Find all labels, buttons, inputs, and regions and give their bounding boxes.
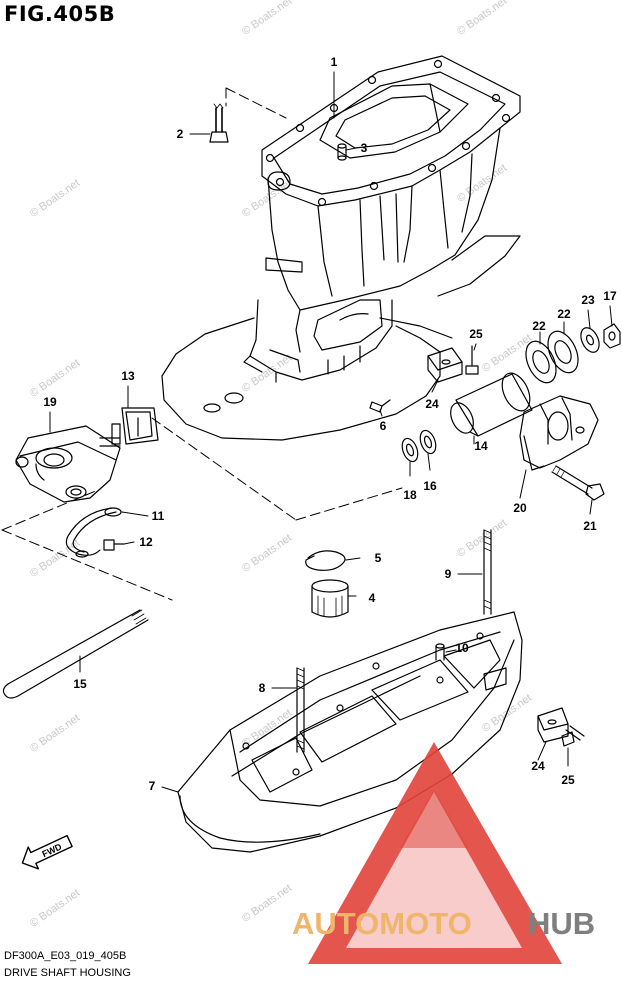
part-15-rod xyxy=(2,609,149,699)
part-8-stud xyxy=(296,667,305,753)
callout-16: 16 xyxy=(423,479,437,493)
callout-23: 23 xyxy=(581,293,595,307)
callout-22a: 22 xyxy=(532,319,546,333)
figure-code: DF300A_E03_019_405B xyxy=(4,950,127,962)
callout-14: 14 xyxy=(474,439,488,453)
figure-name: DRIVE SHAFT HOUSING xyxy=(4,967,131,979)
callout-25a: 25 xyxy=(469,327,483,341)
reference-lines xyxy=(1,87,403,601)
part-16-washer xyxy=(419,429,437,455)
part-7-lower-housing xyxy=(177,611,523,853)
leader-lines xyxy=(49,71,613,793)
callout-20: 20 xyxy=(513,501,527,515)
part-24-pad-upper xyxy=(427,347,463,383)
fwd-arrow-icon: FWD xyxy=(21,834,73,870)
part-17-nut xyxy=(603,323,621,349)
part-4-bushing xyxy=(311,579,349,618)
part-22-washer-b xyxy=(547,330,579,374)
callout-9: 9 xyxy=(444,567,452,581)
callout-6: 6 xyxy=(379,419,387,433)
callout-22b: 22 xyxy=(557,307,571,321)
automotohub-logo: AUTOMOTO HUB xyxy=(292,742,595,964)
callout-1: 1 xyxy=(330,55,338,69)
brand-left-text: AUTOMOTO xyxy=(292,906,472,941)
callout-17: 17 xyxy=(603,289,617,303)
part-14-mount xyxy=(450,372,533,437)
callout-25b: 25 xyxy=(561,773,575,787)
part-1-upper-housing xyxy=(161,55,521,441)
part-12-screw xyxy=(103,539,125,551)
callout-4: 4 xyxy=(368,591,376,605)
part-18-washer xyxy=(401,437,419,463)
part-19-bracket xyxy=(15,425,121,503)
part-6-bolt xyxy=(369,399,391,413)
part-5-clip xyxy=(305,550,346,571)
callout-13: 13 xyxy=(121,369,135,383)
callout-11: 11 xyxy=(151,509,165,523)
part-22-washer-a xyxy=(525,340,557,384)
part-25-bolt-lower xyxy=(561,725,585,747)
part-11-hose xyxy=(65,507,122,558)
callout-24a: 24 xyxy=(425,397,439,411)
callout-15: 15 xyxy=(73,677,87,691)
part-21-bolt xyxy=(551,465,605,501)
callout-5: 5 xyxy=(374,551,382,565)
callout-7: 7 xyxy=(148,779,156,793)
callout-3: 3 xyxy=(360,141,368,155)
part-23-washer xyxy=(580,327,600,353)
callout-2: 2 xyxy=(176,127,184,141)
part-9-stud xyxy=(483,529,492,615)
callout-24b: 24 xyxy=(531,759,545,773)
callout-10: 10 xyxy=(455,641,469,655)
brand-right-text: HUB xyxy=(528,906,595,941)
part-24-pad-lower xyxy=(537,707,569,743)
callout-8: 8 xyxy=(258,681,266,695)
part-2-bolt xyxy=(209,103,229,143)
figure-title: FIG.405B xyxy=(4,2,116,26)
callout-19: 19 xyxy=(43,395,57,409)
part-25-bolt-upper xyxy=(465,345,479,375)
part-20-clamp xyxy=(519,395,599,471)
callout-18: 18 xyxy=(403,488,417,502)
callout-21: 21 xyxy=(583,519,597,533)
callout-12: 12 xyxy=(139,535,153,549)
